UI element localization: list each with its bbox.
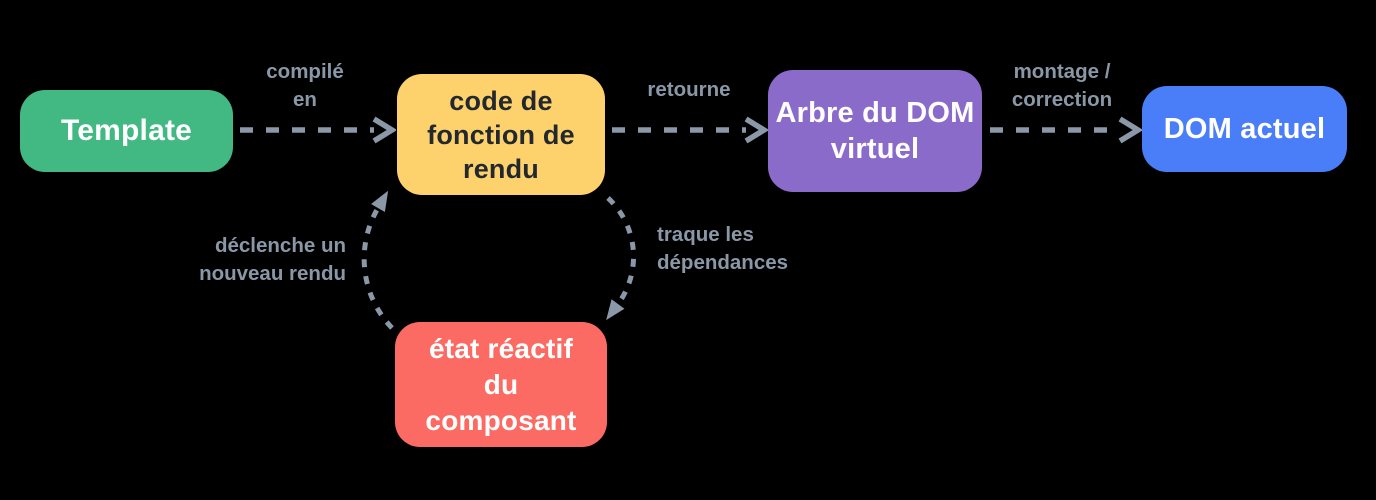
- node-reactive-state-label-line: du: [483, 368, 519, 400]
- node-reactive-state-label-line: état réactif: [428, 332, 573, 364]
- edge-label-line: en: [293, 88, 317, 111]
- edge-label-line: compilé: [266, 60, 344, 83]
- edge-label-returns: retourne: [619, 76, 759, 104]
- node-template: Template: [20, 90, 233, 172]
- edge-label-line: montage /: [1013, 60, 1111, 83]
- edge-label-line: nouveau rendu: [199, 262, 346, 285]
- edge-label-line: déclenche un: [214, 234, 346, 257]
- edge-label-line: correction: [1011, 88, 1113, 111]
- node-template-label: Template: [60, 114, 193, 147]
- edge-label-line: traque les: [657, 223, 754, 246]
- node-virtual-dom-label-line: virtuel: [830, 133, 920, 165]
- node-actual-dom: DOM actuel: [1142, 86, 1347, 172]
- node-reactive-state-label-line: composant: [425, 404, 577, 436]
- edge-label-compiled-into: compilé en: [235, 58, 375, 114]
- arrow-state-triggers-rerender: [361, 190, 394, 330]
- node-virtual-dom-tree: Arbre du DOM virtuel: [768, 70, 982, 192]
- node-render-function-label-line: code de: [449, 85, 553, 116]
- arrow-render-tracks-dependencies: [606, 196, 637, 321]
- edge-label-line: retourne: [647, 78, 731, 101]
- edge-label-tracks-dependencies: traque les dépendances: [657, 221, 837, 277]
- node-virtual-dom-label-line: Arbre du DOM: [775, 97, 975, 129]
- edge-label-mount-patch: montage / correction: [992, 58, 1132, 114]
- edge-label-line: dépendances: [657, 251, 789, 274]
- node-render-function-label-line: fonction de: [427, 119, 575, 150]
- node-render-function-code: code de fonction de rendu: [397, 74, 605, 195]
- node-render-function-label-line: rendu: [462, 153, 539, 184]
- node-actual-dom-label: DOM actuel: [1163, 112, 1326, 145]
- edge-label-triggers-rerender: déclenche un nouveau rendu: [166, 232, 346, 288]
- node-reactive-state: état réactif du composant: [395, 322, 607, 447]
